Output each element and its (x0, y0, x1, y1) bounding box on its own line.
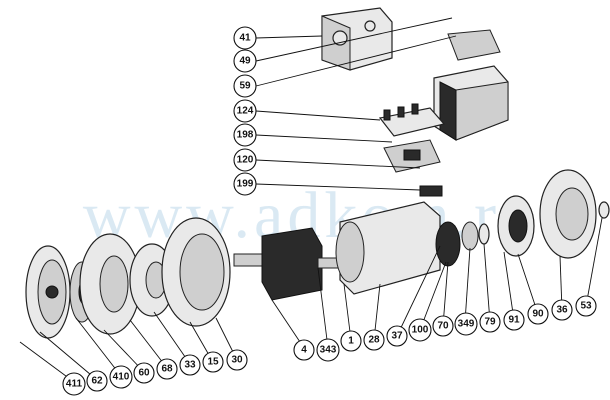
svg-text:49: 49 (239, 56, 251, 67)
o-ring (478, 223, 490, 245)
connector-small (419, 185, 443, 197)
callout-91: 91 (503, 309, 525, 331)
exciter-stator (435, 221, 461, 267)
svg-text:343: 343 (320, 345, 337, 356)
svg-text:100: 100 (412, 325, 429, 336)
svg-text:79: 79 (484, 317, 496, 328)
callout-59: 59 (233, 74, 257, 98)
end-shield-front (25, 245, 71, 339)
svg-text:53: 53 (580, 301, 592, 312)
svg-text:120: 120 (237, 155, 254, 166)
svg-text:4: 4 (301, 345, 307, 356)
callout-120: 120 (233, 148, 257, 172)
callout-30: 30 (226, 349, 248, 371)
callout-62: 62 (86, 370, 108, 392)
callout-411: 411 (62, 372, 86, 396)
exciter-rotor (497, 195, 535, 257)
callout-343: 343 (316, 338, 340, 362)
terminal-box-housing (433, 65, 509, 141)
stator-frame (335, 201, 441, 295)
svg-text:411: 411 (66, 379, 83, 390)
bearing (461, 221, 479, 251)
adapter-flange (161, 217, 231, 327)
callout-4: 4 (293, 339, 315, 361)
callout-410: 410 (109, 365, 133, 389)
callout-28: 28 (363, 329, 385, 351)
svg-text:198: 198 (237, 130, 254, 141)
callout-41: 41 (233, 26, 257, 50)
callout-79: 79 (479, 311, 501, 333)
callout-68: 68 (156, 358, 178, 380)
svg-text:59: 59 (239, 81, 251, 92)
svg-text:68: 68 (161, 364, 173, 375)
svg-text:60: 60 (138, 368, 150, 379)
callout-100: 100 (408, 318, 432, 342)
leader-lines (19, 17, 603, 383)
svg-text:199: 199 (237, 179, 254, 190)
callout-199: 199 (233, 172, 257, 196)
svg-text:90: 90 (532, 309, 544, 320)
rear-end-shield (539, 169, 597, 259)
callout-349: 349 (454, 312, 478, 336)
callout-33: 33 (179, 354, 201, 376)
svg-text:41: 41 (239, 33, 251, 44)
svg-text:410: 410 (113, 372, 130, 383)
rotor (233, 227, 339, 301)
svg-text:28: 28 (368, 335, 380, 346)
callout-1: 1 (340, 330, 362, 352)
svg-text:349: 349 (458, 319, 475, 330)
avr-plate (383, 139, 441, 173)
svg-text:91: 91 (508, 315, 520, 326)
terminal-board (378, 103, 446, 137)
callout-124: 124 (233, 99, 257, 123)
svg-text:62: 62 (91, 376, 103, 387)
terminal-box-lid (447, 29, 501, 61)
callout-53: 53 (575, 295, 597, 317)
callout-49: 49 (233, 49, 257, 73)
svg-text:1: 1 (348, 336, 354, 347)
callout-70: 70 (432, 315, 454, 337)
svg-text:30: 30 (231, 355, 243, 366)
callout-60: 60 (133, 362, 155, 384)
callout-15: 15 (202, 351, 224, 373)
callout-36: 36 (551, 299, 573, 321)
callout-37: 37 (386, 325, 408, 347)
callout-90: 90 (527, 303, 549, 325)
end-cap (598, 201, 610, 219)
svg-text:36: 36 (556, 305, 568, 316)
svg-text:15: 15 (207, 357, 219, 368)
svg-text:37: 37 (391, 331, 403, 342)
svg-text:70: 70 (437, 321, 449, 332)
svg-text:33: 33 (184, 360, 196, 371)
fan (79, 233, 141, 335)
svg-text:124: 124 (237, 106, 254, 117)
callout-198: 198 (233, 123, 257, 147)
